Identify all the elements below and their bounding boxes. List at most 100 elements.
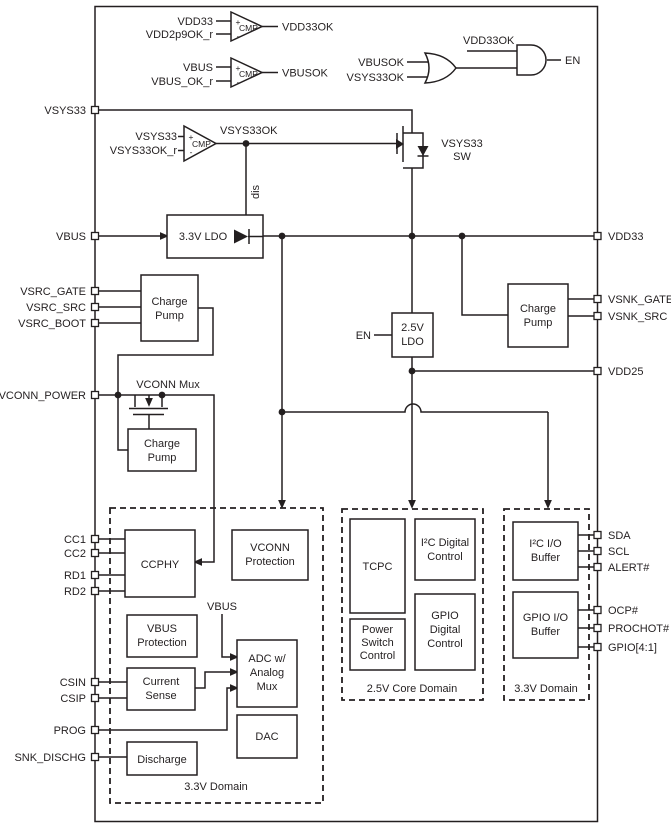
en-label: EN: [356, 330, 371, 342]
ldo-3v3-block: 3.3V LDO: [166, 214, 264, 259]
charge-pump-label: Charge: [520, 303, 556, 315]
domain-label-3v3-left: 3.3V Domain: [184, 781, 248, 793]
pin-csin: CSIN: [60, 677, 86, 689]
vbus-adc-label: VBUS: [207, 601, 237, 613]
cmp-label: CMP: [239, 23, 258, 33]
gpio-digital-label: GPIO: [431, 610, 459, 622]
vbus-protection-label: Protection: [137, 637, 187, 649]
charge-pump-vconn-block: Charge Pump: [127, 428, 197, 472]
i2c-digital-label: Control: [427, 551, 462, 563]
pin-vsys33: VSYS33: [44, 105, 86, 117]
or-gate: VBUSOK VSYS33OK: [347, 52, 457, 84]
ldo-2v5-label: LDO: [401, 336, 424, 348]
vconn-protection-label: Protection: [245, 556, 295, 568]
minus-sign: -: [237, 77, 240, 87]
adc-label: ADC w/: [248, 653, 286, 665]
pin-vsrc-boot: VSRC_BOOT: [18, 318, 86, 330]
adc-label: Mux: [257, 681, 278, 693]
vsys33-wire: [98, 109, 413, 133]
signal-vbus-ok-r: VBUS_OK_r: [151, 76, 213, 88]
tcpc-block: TCPC: [349, 518, 406, 614]
signal-vbus: VBUS: [183, 62, 213, 74]
left-pins: VSYS33 VBUS VSRC_GATE VSRC_SRC VSRC_BOOT…: [0, 105, 100, 764]
pin-alert: ALERT#: [608, 562, 650, 574]
ccphy-label: CCPHY: [141, 559, 180, 571]
signal-vdd2p9ok-r: VDD2p9OK_r: [146, 29, 214, 41]
prog-wire: [98, 684, 239, 731]
pin-snk-dischg: SNK_DISCHG: [14, 752, 86, 764]
pin-cc1: CC1: [64, 534, 86, 546]
signal-vdd33ok: VDD33OK: [282, 22, 334, 34]
power-switch-control-block: Power Switch Control: [349, 618, 406, 671]
signal-vdd33ok: VDD33OK: [463, 35, 515, 47]
i2c-digital-control-block: I²C Digital Control: [414, 518, 476, 581]
vbus-protection-label: VBUS: [147, 623, 177, 635]
pin-ocp: OCP#: [608, 605, 639, 617]
pin-prog: PROG: [54, 725, 86, 737]
current-sense-label: Current: [143, 676, 180, 688]
cmp-label: CMP: [192, 139, 211, 149]
dis-label: dis: [250, 184, 262, 199]
vconn-protection-label: VCONN: [250, 542, 290, 554]
vsys33-sw-label: SW: [453, 151, 471, 163]
domain-3v3-left: [109, 507, 324, 804]
pin-vdd25: VDD25: [608, 366, 643, 378]
psc-label: Power: [362, 624, 394, 636]
plus-sign: +: [236, 17, 241, 27]
ccphy-block: CCPHY: [124, 529, 196, 598]
minus-sign: -: [190, 147, 193, 157]
discharge-block: Discharge: [126, 741, 198, 776]
comparator-vdd33: + - CMP VDD33 VDD2p9OK_r VDD33OK: [146, 10, 334, 43]
ldo-3v3-label: 3.3V LDO: [179, 231, 228, 243]
signal-vsys33ok-r: VSYS33OK_r: [110, 145, 178, 157]
i2c-buffer-label: I²C I/O: [529, 538, 562, 550]
gpio-buffer-label: Buffer: [531, 626, 560, 638]
signal-vbusok: VBUSOK: [358, 57, 405, 69]
cmp-label: CMP: [239, 69, 258, 79]
discharge-label: Discharge: [137, 754, 187, 766]
pin-rd1: RD1: [64, 570, 86, 582]
charge-pump-label: Charge: [151, 296, 187, 308]
pin-vsnk-src: VSNK_SRC: [608, 311, 667, 323]
signal-vdd33: VDD33: [178, 16, 213, 28]
pin-vsrc-gate: VSRC_GATE: [20, 286, 86, 298]
current-sense-wire: [195, 668, 239, 689]
ldo-2v5-label: 2.5V: [401, 322, 424, 334]
pin-csip: CSIP: [60, 693, 86, 705]
pin-prochot: PROCHOT#: [608, 623, 670, 635]
tcpc-label: TCPC: [363, 561, 393, 573]
and-gate: VDD33OK EN: [463, 35, 580, 76]
vconn-protection-block: VCONN Protection: [231, 529, 309, 581]
pin-vsrc-src: VSRC_SRC: [26, 302, 86, 314]
dac-label: DAC: [255, 731, 278, 743]
signal-en: EN: [565, 55, 580, 67]
plus-sign: +: [189, 132, 194, 142]
charge-pump-label: Pump: [148, 452, 177, 464]
diode-icon: [234, 229, 248, 244]
domain-2v5-core: [341, 508, 484, 701]
gpio-digital-label: Control: [427, 638, 462, 650]
signal-vsys33ok: VSYS33OK: [347, 72, 405, 84]
adc-label: Analog: [250, 667, 284, 679]
pin-cc2: CC2: [64, 548, 86, 560]
comparator-vsys33: + - CMP VSYS33 VSYS33OK_r VSYS33OK: [110, 124, 278, 163]
distribution-rail: [282, 403, 548, 413]
minus-sign: -: [237, 31, 240, 41]
charge-pump-label: Charge: [144, 438, 180, 450]
i2c-buffer-label: Buffer: [531, 552, 560, 564]
pin-sda: SDA: [608, 530, 631, 542]
comparator-vbus: + - CMP VBUS VBUS_OK_r VBUSOK: [151, 56, 329, 89]
vbus-adc-wire: [221, 614, 239, 661]
vconn-mux-label: VCONN Mux: [136, 379, 200, 391]
signal-vsys33ok: VSYS33OK: [220, 125, 278, 137]
psc-label: Control: [360, 650, 395, 662]
pin-scl: SCL: [608, 546, 629, 558]
adc-block: VBUS ADC w/ Analog Mux: [207, 601, 298, 708]
charge-pump-label: Pump: [524, 317, 553, 329]
gpio-io-buffer-block: GPIO I/O Buffer: [512, 591, 579, 659]
right-pins: VDD33 VSNK_GATE VSNK_SRC VDD25 SDA SCL A…: [593, 231, 671, 654]
current-sense-block: Current Sense: [126, 667, 196, 711]
charge-pump-snk-block: Charge Pump: [507, 283, 569, 348]
